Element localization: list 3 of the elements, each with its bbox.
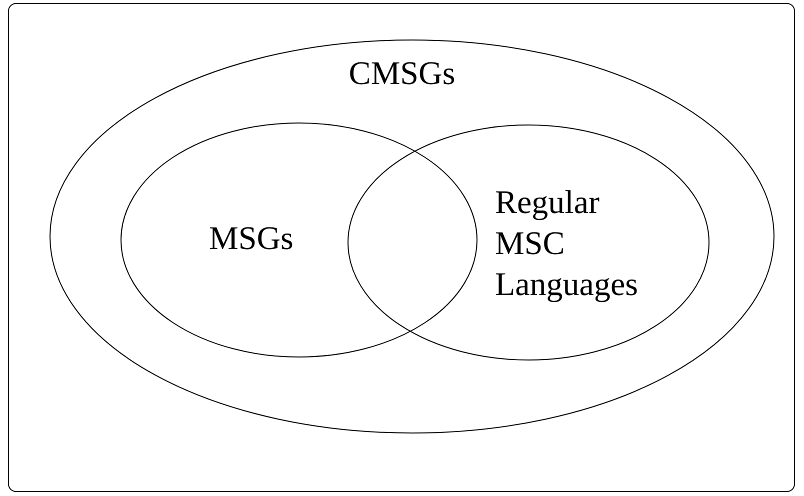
set-label: MSGs: [209, 220, 294, 259]
set-label: CMSGs: [348, 55, 456, 94]
set-label: Regular MSC Languages: [495, 184, 638, 305]
